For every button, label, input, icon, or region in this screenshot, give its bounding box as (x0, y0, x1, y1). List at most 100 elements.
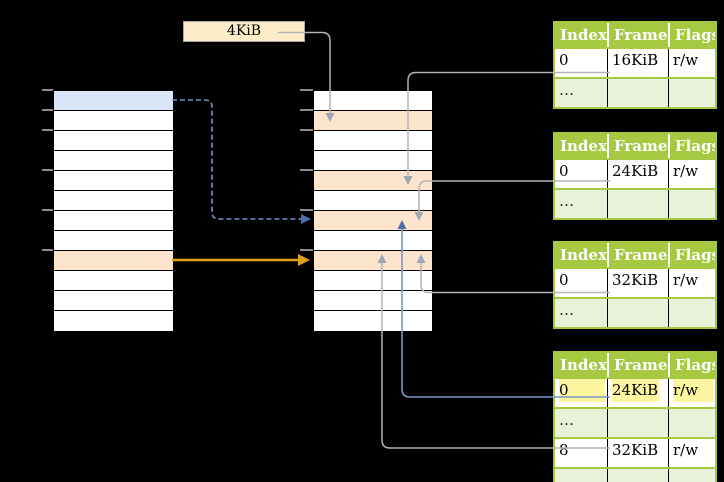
physical-memory-row-9 (314, 271, 432, 291)
physical-memory-row-3 (314, 151, 432, 171)
page-table-level2-cell-3-0: … (555, 469, 607, 482)
virtual-page0-to-physical-frame-24kib (172, 99, 301, 220)
page-table-level2-header-flags: Flags (668, 353, 715, 377)
page-table-32kib-cell-0-2: r/w (668, 269, 715, 297)
physical-memory-row-6 (314, 211, 432, 231)
virtual-memory-row-9 (54, 271, 173, 291)
page-table-level2-value-0-1: 24KiB (612, 379, 659, 402)
physical-memory-ticks (300, 89, 313, 331)
page-table-level2-row-3: … (555, 467, 715, 482)
page-table-16kib-row-1: … (555, 77, 715, 107)
page-table-32kib-cell-0-1: 32KiB (607, 269, 668, 297)
page-table-24kib-cell-1-1 (607, 190, 668, 218)
page-table-level2: IndexFrameFlags 0 24KiB r/w … 8 32KiB r/w … (553, 351, 717, 482)
page-table-16kib-row-0: 0 16KiB r/w (555, 47, 715, 77)
page-table-32kib-header-index: Index (560, 246, 607, 264)
page-table-level2-header-frame: Frame (607, 353, 668, 377)
physical-memory-row-5 (314, 191, 432, 211)
page-table-level2-value-2-1: 32KiB (612, 441, 659, 459)
page-table-24kib-value-0-1: 24KiB (612, 162, 659, 180)
page-table-16kib-value-0-2: r/w (673, 51, 699, 69)
page-table-level2-cell-0-0: 0 (555, 379, 607, 407)
page-table-24kib-cell-0-1: 24KiB (607, 160, 668, 188)
page-table-24kib-cell-0-2: r/w (668, 160, 715, 188)
page-table-24kib-value-1-0: … (559, 192, 574, 210)
virtual-memory-row-6 (54, 211, 173, 231)
page-table-32kib-cell-0-0: 0 (555, 269, 607, 297)
page-table-16kib-header: IndexFrameFlags (555, 23, 715, 47)
physical-memory-row-8 (314, 251, 432, 271)
page-table-24kib-header-index: Index (560, 137, 607, 155)
page-table-24kib-cell-1-2 (668, 190, 715, 218)
page-table-16kib-header-frame: Frame (607, 23, 668, 47)
virtual-memory-row-4 (54, 171, 173, 191)
page-size-label: 4KiB (226, 23, 262, 39)
page-table-level2-value-0-0: 0 (559, 379, 605, 402)
virtual-memory-row-8 (54, 251, 173, 271)
page-table-32kib-header-frame: Frame (607, 243, 668, 267)
page-table-level2-value-3-0: … (559, 471, 574, 482)
page-table-32kib-value-1-0: … (559, 301, 574, 319)
page-table-32kib-cell-1-2 (668, 299, 715, 327)
page-table-16kib-value-0-0: 0 (559, 51, 569, 69)
virtual-memory-table (53, 90, 174, 332)
page-table-32kib-row-1: … (555, 297, 715, 327)
virtual-memory-row-0 (54, 91, 173, 111)
page-table-24kib-header-flags: Flags (668, 134, 715, 158)
physical-memory-table (313, 90, 433, 332)
page-table-24kib: IndexFrameFlags024KiBr/w… (553, 132, 717, 220)
physical-memory-tick-0 (300, 89, 313, 91)
page-table-32kib: IndexFrameFlags 0 32KiB r/w … (553, 241, 717, 329)
page-table-16kib-value-1-0: … (559, 81, 574, 99)
virtual-memory-tick-2 (42, 129, 53, 131)
page-table-24kib-row-0: 0 24KiB r/w (555, 158, 715, 188)
page-table-32kib-value-0-0: 0 (559, 271, 569, 289)
page-table-16kib-cell-1-2 (668, 79, 715, 107)
page-table-24kib-cell-1-0: … (555, 190, 607, 218)
page-table-24kib-header-frame: Frame (607, 134, 668, 158)
page-table-16kib-cell-0-1: 16KiB (607, 49, 668, 77)
virtual-memory-tick-4 (42, 169, 53, 171)
page-table-24kib-value-0-2: r/w (673, 162, 699, 180)
page-table-level2-cell-2-2: r/w (668, 439, 715, 467)
virtual-memory-row-2 (54, 131, 173, 151)
page-table-32kib-header-flags: Flags (668, 243, 715, 267)
page-table-level2-cell-0-2: r/w (668, 379, 715, 407)
page-size-box: 4KiB (183, 21, 305, 42)
physical-memory-tick-8 (300, 249, 313, 251)
page-table-level2-cell-1-1 (607, 409, 668, 437)
virtual-memory-row-3 (54, 151, 173, 171)
physical-memory-tick-1 (300, 109, 313, 111)
page-table-level2-header-index: Index (560, 356, 607, 374)
page-table-16kib-header-index: Index (560, 26, 607, 44)
page-table-32kib-cell-1-0: … (555, 299, 607, 327)
page-table-level2-value-2-0: 8 (559, 441, 569, 459)
page-table-level2-cell-2-1: 32KiB (607, 439, 668, 467)
virtual-memory-row-7 (54, 231, 173, 251)
physical-memory-tick-4 (300, 169, 313, 171)
virtual-memory-row-1 (54, 111, 173, 131)
page-table-level2-row-2: 8 32KiB r/w (555, 437, 715, 467)
page-table-16kib-cell-1-1 (607, 79, 668, 107)
virtual-memory-row-11 (54, 311, 173, 331)
page-table-level2-value-1-0: … (559, 411, 574, 429)
physical-memory-row-2 (314, 131, 432, 151)
virtual-memory-tick-8 (42, 249, 53, 251)
page-table-level2-value-0-2: r/w (673, 379, 714, 402)
page-table-32kib-header: IndexFrameFlags (555, 243, 715, 267)
page-table-level2-cell-3-2 (668, 469, 715, 482)
page-table-24kib-cell-0-0: 0 (555, 160, 607, 188)
page-table-32kib-value-0-1: 32KiB (612, 271, 659, 289)
virtual-memory-tick-0 (42, 89, 53, 91)
page-table-16kib-cell-1-0: … (555, 79, 607, 107)
page-table-level2-row-0: 0 24KiB r/w (555, 377, 715, 407)
physical-memory-row-0 (314, 91, 432, 111)
physical-memory-row-10 (314, 291, 432, 311)
virtual-memory-tick-1 (42, 109, 53, 111)
virtual-memory-row-10 (54, 291, 173, 311)
page-table-16kib: IndexFrameFlags 0 16KiB r/w … (553, 21, 717, 109)
page-table-16kib-cell-0-2: r/w (668, 49, 715, 77)
virtual-memory-tick-6 (42, 209, 53, 211)
page-table-24kib-header: IndexFrameFlags (555, 134, 715, 158)
physical-memory-row-1 (314, 111, 432, 131)
